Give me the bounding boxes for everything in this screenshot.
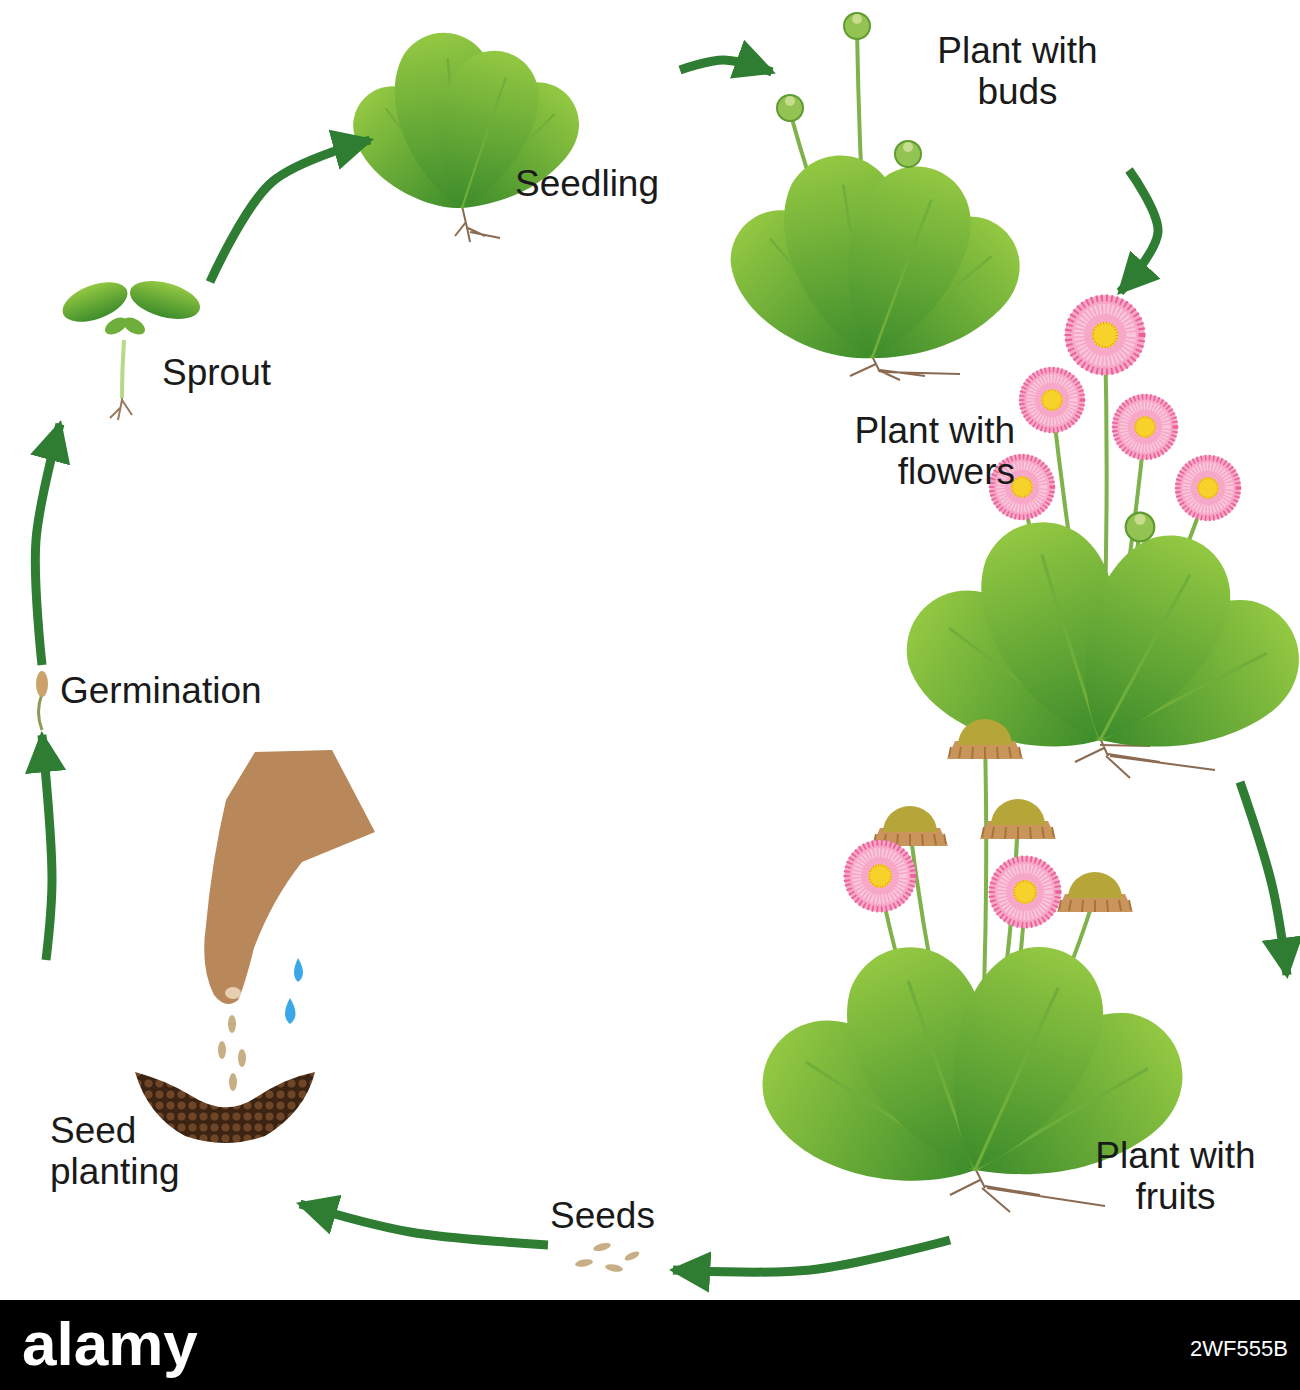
cycle-arrow — [35, 424, 60, 665]
seed-planting-drawing — [135, 750, 375, 1143]
germinating-seed — [36, 671, 48, 730]
cycle-arrow — [680, 60, 772, 72]
stage-label: Plant with flowers — [800, 410, 1015, 493]
sprout-drawing — [57, 274, 204, 420]
life-stage: Seedling — [370, 22, 680, 244]
stage-label: Seed planting — [50, 1110, 225, 1193]
watermark-text: 2WF555B — [1190, 1336, 1288, 1362]
life-stage: Seeds — [548, 1192, 673, 1280]
stage-label: Plant with buds — [910, 30, 1125, 113]
cycle-arrow — [210, 140, 370, 282]
life-stage: Plant with flowers — [795, 292, 1255, 782]
seeds-drawing — [575, 1241, 641, 1273]
cycle-arrow — [1240, 782, 1287, 975]
life-stage: Germination — [25, 665, 310, 735]
life-stage: Plant with buds — [772, 12, 1129, 380]
stage-label: Sprout — [162, 352, 271, 393]
watermark-text: alamy — [22, 1308, 198, 1379]
stage-label: Seedling — [515, 163, 659, 204]
stage-label: Plant with fruits — [1068, 1135, 1283, 1218]
cycle-arrow — [673, 1240, 950, 1272]
seedling-drawing — [334, 25, 597, 242]
life-stage: Sprout — [60, 282, 310, 424]
footer-bar — [0, 1300, 1300, 1390]
life-stage: Seed planting — [46, 748, 380, 1204]
stage-label: Seeds — [550, 1195, 655, 1236]
cycle-arrow — [300, 1204, 548, 1245]
cycle-arrow — [1120, 170, 1158, 292]
cycle-arrow — [42, 735, 52, 960]
life-stage: Plant with fruits — [797, 708, 1287, 1240]
stage-label: Germination — [60, 670, 262, 711]
flowering-plant-drawing — [881, 295, 1300, 797]
